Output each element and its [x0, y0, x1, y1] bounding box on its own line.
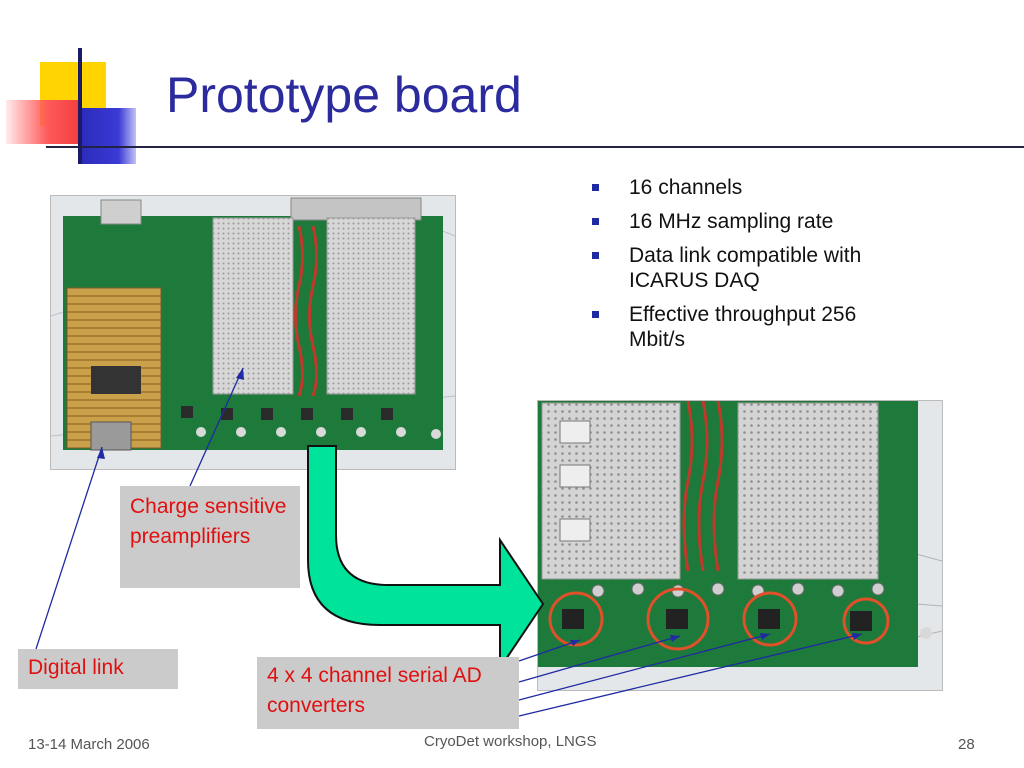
- pointer-digital-link: [35, 446, 103, 650]
- bullet-item: Effective throughput 256 Mbit/s: [592, 302, 912, 352]
- title-underline: [46, 146, 1024, 148]
- bullet-list: 16 channels 16 MHz sampling rate Data li…: [592, 175, 912, 361]
- logo-vertical-line: [78, 48, 82, 164]
- callout-digital-link: Digital link: [18, 649, 178, 689]
- logo-blue-square: [78, 108, 136, 164]
- bullet-square-icon: [592, 252, 599, 259]
- slide-title: Prototype board: [166, 67, 522, 123]
- callout-preamplifiers: Charge sensitive preamplifiers: [120, 486, 300, 588]
- footer-date: 13-14 March 2006: [28, 736, 150, 753]
- adc-highlight-4: [842, 597, 890, 645]
- logo-red-square: [6, 100, 82, 144]
- bullet-square-icon: [592, 218, 599, 225]
- board-photo-zoom: [537, 400, 943, 691]
- zoom-arrow: [307, 445, 545, 672]
- bullet-square-icon: [592, 311, 599, 318]
- callout-ad-converters: 4 x 4 channel serial AD converters: [257, 657, 519, 729]
- bullet-square-icon: [592, 184, 599, 191]
- bullet-item: 16 MHz sampling rate: [592, 209, 912, 234]
- board-photo-main: [50, 195, 456, 470]
- footer-event: CryoDet workshop, LNGS: [424, 733, 597, 750]
- bullet-item: 16 channels: [592, 175, 912, 200]
- bullet-item: Data link compatible with ICARUS DAQ: [592, 243, 912, 293]
- footer-page-number: 28: [958, 736, 975, 753]
